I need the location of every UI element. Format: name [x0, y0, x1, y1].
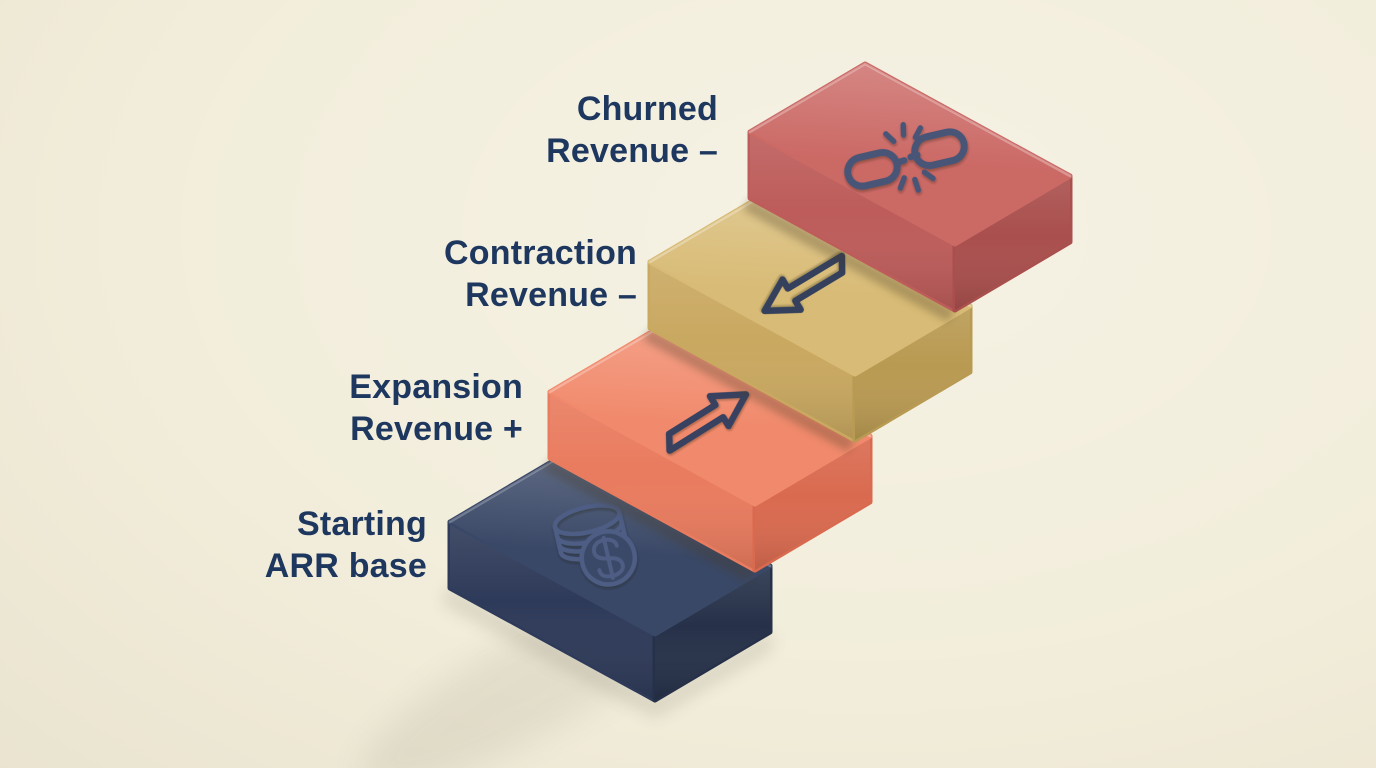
arrow-up-right-icon: [656, 379, 755, 459]
cast-shadow: [543, 458, 755, 582]
ground-contact-shadow: [443, 585, 772, 718]
block-expansion-revenue: [547, 321, 873, 573]
front-face-shade: [750, 132, 955, 310]
break-sparks: [883, 121, 936, 193]
chain-right-stub: [907, 151, 921, 161]
block-churned-revenue: [747, 61, 1073, 313]
right-face-shade: [955, 176, 1070, 310]
right-face-shade: [855, 306, 970, 440]
arrow-outline: [756, 247, 855, 326]
spark: [912, 176, 922, 193]
spark: [897, 175, 907, 191]
coin-stack-top: [552, 503, 622, 537]
top-edge-highlight: [748, 62, 1072, 178]
arrow-down-left-icon: [756, 247, 855, 326]
dollar-coin: [579, 529, 638, 587]
spark: [900, 121, 907, 138]
right-face-shade: [655, 566, 770, 700]
top-face-sheen: [650, 194, 970, 374]
chain-left-stub: [894, 157, 908, 166]
right-face-shade: [755, 436, 870, 570]
front-face-shade: [650, 262, 855, 440]
dollar-sign: [591, 535, 625, 580]
block-contraction-revenue: [647, 191, 973, 443]
arrow-outline: [656, 379, 755, 459]
broken-link-icon: [844, 121, 968, 193]
cast-shadow: [743, 198, 955, 322]
spark: [921, 169, 936, 182]
front-face-shade: [450, 522, 655, 700]
spark: [883, 131, 897, 145]
coins-dollar-icon: [552, 503, 638, 587]
top-face-sheen: [550, 324, 870, 504]
spark: [912, 125, 924, 141]
front-face-shade: [550, 392, 755, 570]
cast-shadow: [643, 328, 855, 452]
